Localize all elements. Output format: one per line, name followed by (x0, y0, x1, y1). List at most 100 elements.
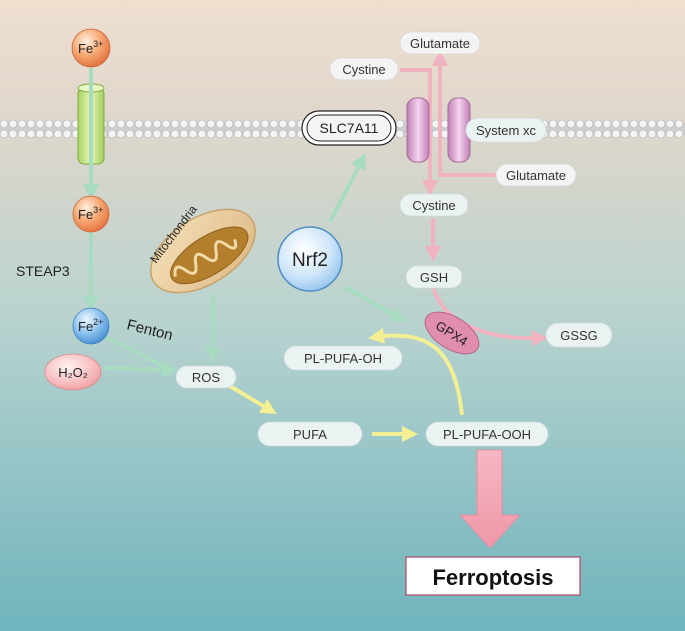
slc7a11-node: SLC7A11 (301, 110, 397, 146)
membrane-head (143, 129, 153, 139)
fe3-top-label: Fe (78, 41, 93, 56)
fe3-mid-node: Fe3+ (72, 195, 110, 233)
membrane-head (224, 129, 234, 139)
membrane-head (638, 119, 648, 129)
arrow-cystine-import (400, 68, 438, 196)
cystine-top-label: Cystine (342, 62, 385, 77)
ros-label: ROS (192, 370, 221, 385)
membrane-head (665, 119, 675, 129)
membrane-head (125, 129, 135, 139)
membrane-head (251, 129, 261, 139)
fe2-label: Fe (78, 319, 93, 334)
membrane-head (53, 129, 63, 139)
membrane-head (152, 119, 162, 129)
slc7a11-label: SLC7A11 (320, 120, 379, 136)
membrane-head (269, 129, 279, 139)
membrane-head (0, 119, 9, 129)
membrane-head (107, 119, 117, 129)
membrane-head (260, 119, 270, 129)
membrane-head (278, 119, 288, 129)
membrane-head (575, 129, 585, 139)
fe3-top-charge: 3+ (93, 39, 103, 49)
pl-pufa-oh-label: PL-PUFA-OH (304, 351, 382, 366)
membrane-head (170, 129, 180, 139)
membrane-head (62, 119, 72, 129)
membrane-head (44, 129, 54, 139)
membrane-head (674, 119, 684, 129)
membrane-head (8, 119, 18, 129)
membrane-head (161, 129, 171, 139)
membrane-head (8, 129, 18, 139)
membrane-head (233, 119, 243, 129)
membrane-head (620, 129, 630, 139)
membrane-head (206, 129, 216, 139)
membrane-head (170, 119, 180, 129)
svg-text:Fe3+: Fe3+ (78, 39, 103, 56)
fe2-node: Fe2+ (72, 307, 110, 345)
membrane-head (638, 129, 648, 139)
fe3-mid-label: Fe (78, 207, 93, 222)
svg-text:Fe2+: Fe2+ (78, 317, 103, 334)
membrane-head (161, 119, 171, 129)
glutamate-right-label: Glutamate (506, 168, 566, 183)
membrane-head (62, 129, 72, 139)
membrane-head (35, 129, 45, 139)
gsh-node: GSH (405, 265, 463, 289)
glutamate-top-label: Glutamate (410, 36, 470, 51)
membrane-head (179, 119, 189, 129)
membrane-head (35, 119, 45, 129)
membrane-head (134, 119, 144, 129)
cystine-mid-label: Cystine (412, 198, 455, 213)
membrane-head (179, 129, 189, 139)
fe2-charge: 2+ (93, 317, 103, 327)
membrane-head (215, 129, 225, 139)
membrane-head (557, 119, 567, 129)
cystine-mid-node: Cystine (399, 193, 469, 217)
h2o2-node: H₂O₂ (44, 353, 102, 391)
cystine-top-node: Cystine (329, 57, 399, 81)
membrane-head (647, 119, 657, 129)
svg-text:Fe3+: Fe3+ (78, 205, 103, 222)
membrane-head (593, 119, 603, 129)
membrane-head (674, 129, 684, 139)
membrane-head (53, 119, 63, 129)
membrane-head (656, 119, 666, 129)
arrow-nrf2-slc7a11 (328, 152, 366, 223)
membrane-head (26, 129, 36, 139)
arrow-h2o2-ros (103, 361, 178, 378)
membrane-head (602, 129, 612, 139)
membrane-head (233, 129, 243, 139)
membrane-head (395, 119, 405, 129)
membrane-head (17, 129, 27, 139)
membrane-head (134, 129, 144, 139)
membrane-head (611, 129, 621, 139)
gssg-node: GSSG (545, 322, 613, 348)
membrane-head (197, 129, 207, 139)
membrane-head (116, 129, 126, 139)
membrane-head (188, 129, 198, 139)
membrane-head (260, 129, 270, 139)
membrane-head (125, 119, 135, 129)
glutamate-top-node: Glutamate (399, 31, 481, 55)
membrane-head (278, 129, 288, 139)
membrane-head (602, 119, 612, 129)
arrow-gsh-gssg (431, 287, 548, 347)
membrane-head (611, 119, 621, 129)
green-arrows (83, 68, 407, 378)
gpx4-node: GPX4 (424, 311, 480, 355)
membrane-head (557, 129, 567, 139)
yellow-arrows (226, 328, 464, 442)
membrane-head (656, 129, 666, 139)
steap3-label: STEAP3 (16, 263, 70, 279)
membrane-head (629, 129, 639, 139)
membrane-head (17, 119, 27, 129)
membrane-head (251, 119, 261, 129)
membrane-head (629, 119, 639, 129)
membrane-head (566, 119, 576, 129)
membrane-head (647, 129, 657, 139)
membrane-head (548, 119, 558, 129)
pufa-node: PUFA (257, 421, 363, 447)
membrane-head (197, 119, 207, 129)
membrane-head (107, 129, 117, 139)
